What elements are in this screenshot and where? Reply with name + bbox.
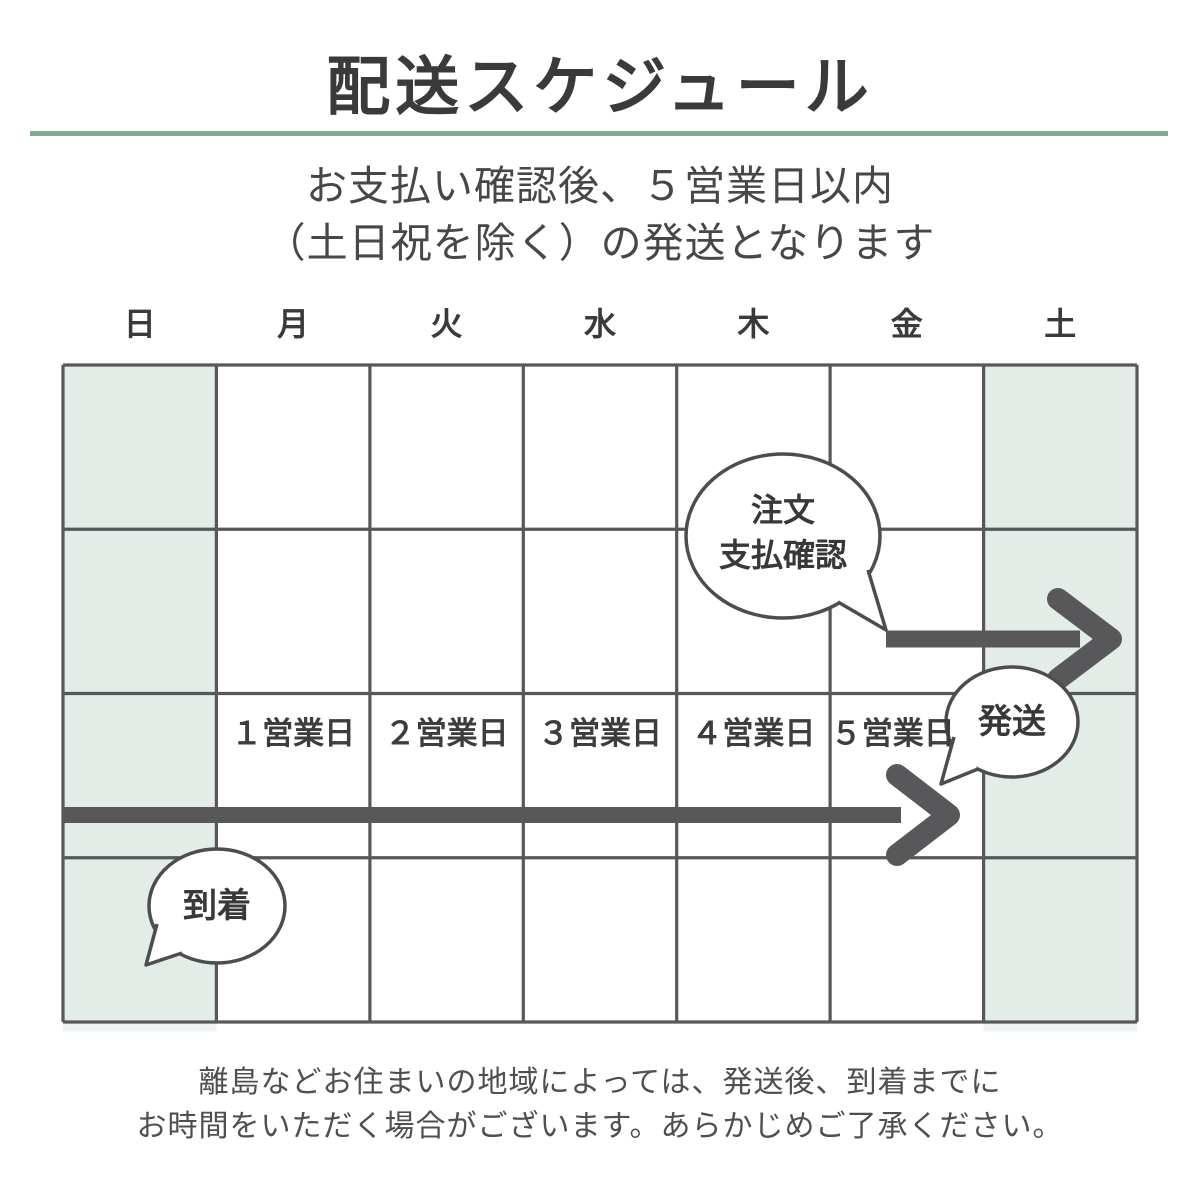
ship-bubble-shape: [939, 665, 1080, 786]
day-header-thu: 木: [737, 305, 770, 343]
subtitle-line-2: （土日祝を除く）の発送となります: [264, 219, 936, 267]
business-day-label-4: ４営業日: [691, 716, 816, 752]
ship-bubble-tail: [939, 736, 979, 786]
day-header-mon: 月: [277, 305, 310, 343]
day-header-wed: 水: [583, 305, 616, 343]
day-header-fri: 金: [890, 305, 923, 343]
arrival-bubble-shape: [144, 847, 287, 967]
footer-note-line-1: 離島などお住まいの地域によっては、発送後、到着までに: [198, 1065, 1002, 1100]
business-day-label-2: ２営業日: [384, 716, 509, 752]
order-bubble-line-2: 支払確認: [718, 536, 847, 574]
order-arrow-head: [1047, 588, 1122, 690]
delivery-arrow-head: [886, 764, 960, 866]
subtitle-line-1: お支払い確認後、５営業日以内: [306, 162, 894, 210]
calendar-grid-lines: [61, 363, 1139, 1024]
day-header-sat: 土: [1044, 305, 1077, 343]
footer-note: 離島などお住まいの地域によっては、発送後、到着までに お時間をいただく場合がござ…: [0, 1061, 1200, 1149]
order-bubble-line-1: 注文: [750, 491, 815, 529]
day-header-sun: 日: [123, 305, 156, 343]
day-header-tue: 火: [430, 305, 463, 343]
title-divider: [30, 131, 1168, 136]
delivery-arrow: [64, 764, 960, 866]
business-day-label-3: ３営業日: [537, 716, 662, 752]
subtitle: お支払い確認後、５営業日以内 （土日祝を除く）の発送となります: [0, 158, 1200, 272]
day-header-row: 日 月 火 水 木 金 土: [63, 303, 1137, 345]
arrival-bubble-ellipse: [147, 847, 287, 965]
ship-bubble-text: 発送: [978, 702, 1046, 742]
ship-bubble-ellipse: [944, 665, 1080, 779]
arrival-bubble-tail: [144, 923, 183, 967]
business-day-label-5: ５営業日: [830, 716, 955, 752]
business-day-label-1: １営業日: [231, 716, 356, 752]
order-bubble-shape: [684, 452, 888, 632]
order-arrow: [886, 588, 1122, 690]
order-bubble-ellipse: [684, 452, 882, 620]
page-title: 配送スケジュール: [326, 51, 874, 125]
footer-note-line-2: お時間をいただく場合がございます。あらかじめご了承ください。: [136, 1109, 1064, 1144]
weekend-shade-sunday-underhang: [63, 1023, 217, 1032]
arrival-bubble-text: 到着: [183, 886, 251, 926]
order-bubble-text: 注文 支払確認: [683, 488, 883, 578]
weekend-shade-saturday-underhang: [983, 1023, 1137, 1032]
order-bubble-tail: [837, 569, 888, 632]
